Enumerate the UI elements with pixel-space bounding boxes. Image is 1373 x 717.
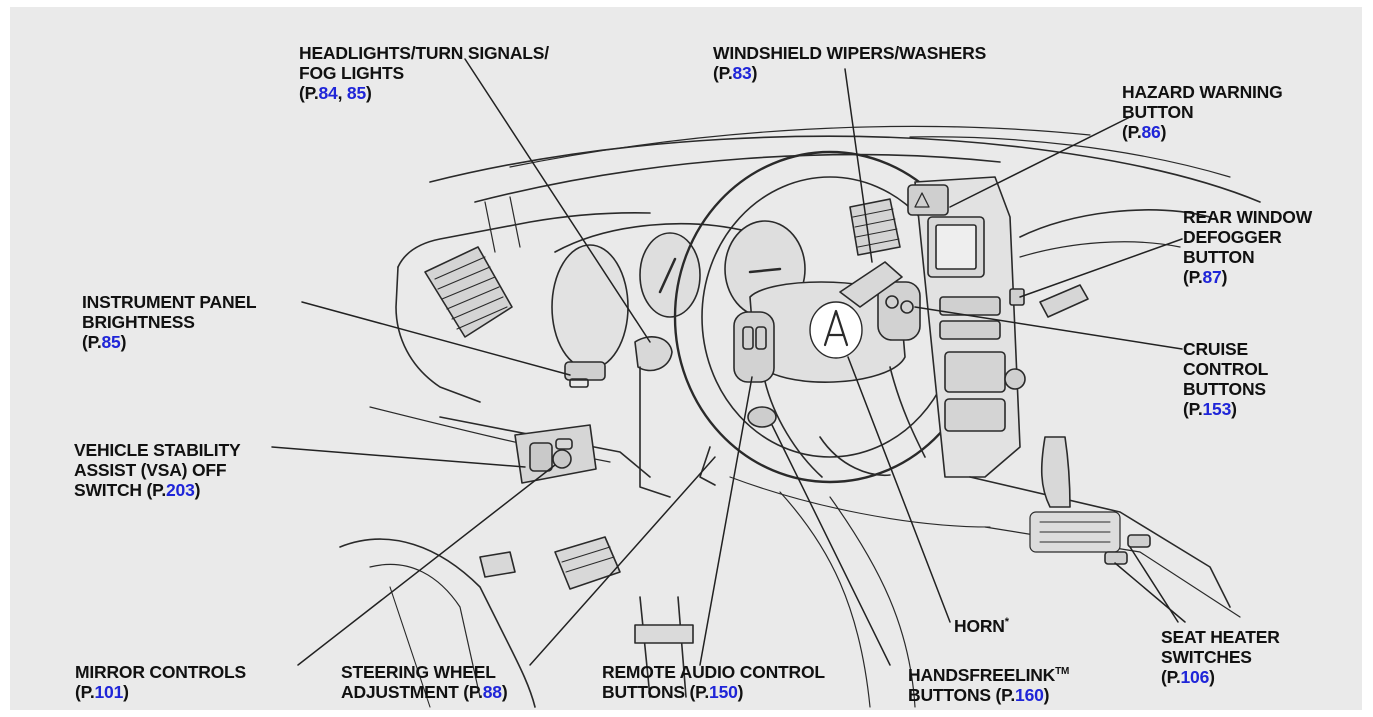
instrument-pages-prefix: (P. xyxy=(82,332,102,352)
headlights-page-link-2[interactable]: 85 xyxy=(347,83,366,103)
handsfree-page-link[interactable]: 160 xyxy=(1015,685,1044,705)
callout-steering-adjust: STEERING WHEEL ADJUSTMENT (P.88) xyxy=(341,662,507,702)
headlights-line2: FOG LIGHTS xyxy=(299,63,404,83)
callout-remote-audio: REMOTE AUDIO CONTROL BUTTONS (P.150) xyxy=(602,662,825,702)
callout-headlights: HEADLIGHTS/TURN SIGNALS/ FOG LIGHTS (P.8… xyxy=(299,43,549,103)
audio-pages: BUTTONS (P.150) xyxy=(602,682,825,702)
cruise-line2: CONTROL xyxy=(1183,359,1268,379)
defogger-pages: (P.87) xyxy=(1183,267,1312,287)
horn-label: HORN xyxy=(954,616,1005,636)
seat-pages-prefix: (P. xyxy=(1161,667,1181,687)
mirror-pages: (P.101) xyxy=(75,682,246,702)
defogger-line2: DEFOGGER xyxy=(1183,227,1282,247)
hazard-line1: HAZARD WARNING xyxy=(1122,82,1283,102)
instrument-pages: (P.85) xyxy=(82,332,256,352)
instrument-line1: INSTRUMENT PANEL xyxy=(82,292,256,312)
instrument-pages-suffix: ) xyxy=(121,332,127,352)
wipers-page-link[interactable]: 83 xyxy=(733,63,752,83)
hazard-pages-suffix: ) xyxy=(1161,122,1167,142)
mirror-page-link[interactable]: 101 xyxy=(95,682,124,702)
callout-instrument-brightness: INSTRUMENT PANEL BRIGHTNESS (P.85) xyxy=(82,292,256,352)
seat-line2: SWITCHES xyxy=(1161,647,1252,667)
seat-pages: (P.106) xyxy=(1161,667,1280,687)
vsa-pages-suffix: ) xyxy=(195,480,201,500)
mirror-line1: MIRROR CONTROLS xyxy=(75,662,246,682)
trademark-mark: TM xyxy=(1055,666,1069,677)
seat-pages-suffix: ) xyxy=(1209,667,1215,687)
headlights-pages-prefix: (P. xyxy=(299,83,319,103)
callout-handsfreelink: HANDSFREELINKTM BUTTONS (P.160) xyxy=(908,662,1069,705)
vsa-line3: SWITCH (P. xyxy=(74,480,166,500)
headlights-pages-sep: , xyxy=(338,83,347,103)
vsa-pages: SWITCH (P.203) xyxy=(74,480,240,500)
cruise-pages-prefix: (P. xyxy=(1183,399,1203,419)
defogger-line3: BUTTON xyxy=(1183,247,1254,267)
audio-page-link[interactable]: 150 xyxy=(709,682,738,702)
hazard-pages: (P.86) xyxy=(1122,122,1283,142)
handsfree-line1: HANDSFREELINK xyxy=(908,665,1055,685)
steering-pages-suffix: ) xyxy=(502,682,508,702)
callout-mirror: MIRROR CONTROLS (P.101) xyxy=(75,662,246,702)
headlights-line1: HEADLIGHTS/TURN SIGNALS/ xyxy=(299,43,549,63)
hazard-pages-prefix: (P. xyxy=(1122,122,1142,142)
audio-line1: REMOTE AUDIO CONTROL xyxy=(602,662,825,682)
cruise-page-link[interactable]: 153 xyxy=(1203,399,1232,419)
headlights-page-link-1[interactable]: 84 xyxy=(319,83,338,103)
audio-pages-suffix: ) xyxy=(738,682,744,702)
mirror-pages-prefix: (P. xyxy=(75,682,95,702)
defogger-page-link[interactable]: 87 xyxy=(1203,267,1222,287)
callout-hazard: HAZARD WARNING BUTTON (P.86) xyxy=(1122,82,1283,142)
mirror-pages-suffix: ) xyxy=(123,682,129,702)
defogger-pages-suffix: ) xyxy=(1222,267,1228,287)
callout-horn: HORN* xyxy=(954,612,1009,636)
wipers-pages: (P.83) xyxy=(713,63,986,83)
cruise-line1: CRUISE xyxy=(1183,339,1248,359)
instrument-page-link[interactable]: 85 xyxy=(102,332,121,352)
vsa-page-link[interactable]: 203 xyxy=(166,480,195,500)
hazard-line2: BUTTON xyxy=(1122,102,1193,122)
hazard-page-link[interactable]: 86 xyxy=(1142,122,1161,142)
steering-page-link[interactable]: 88 xyxy=(483,682,502,702)
horn-footnote-mark: * xyxy=(1005,616,1009,628)
handsfree-pages: BUTTONS (P.160) xyxy=(908,685,1069,705)
defogger-line1: REAR WINDOW xyxy=(1183,207,1312,227)
callout-wipers: WINDSHIELD WIPERS/WASHERS (P.83) xyxy=(713,43,986,83)
seat-page-link[interactable]: 106 xyxy=(1181,667,1210,687)
headlights-pages: (P.84, 85) xyxy=(299,83,549,103)
audio-line2: BUTTONS (P. xyxy=(602,682,709,702)
wipers-pages-suffix: ) xyxy=(752,63,758,83)
cruise-line3: BUTTONS xyxy=(1183,379,1266,399)
wipers-line1: WINDSHIELD WIPERS/WASHERS xyxy=(713,43,986,63)
callout-cruise: CRUISE CONTROL BUTTONS (P.153) xyxy=(1183,339,1268,419)
steering-pages: ADJUSTMENT (P.88) xyxy=(341,682,507,702)
cruise-pages-suffix: ) xyxy=(1231,399,1237,419)
callout-seat-heater: SEAT HEATER SWITCHES (P.106) xyxy=(1161,627,1280,687)
dashboard-diagram: HEADLIGHTS/TURN SIGNALS/ FOG LIGHTS (P.8… xyxy=(10,7,1362,710)
handsfree-pages-suffix: ) xyxy=(1044,685,1050,705)
defogger-pages-prefix: (P. xyxy=(1183,267,1203,287)
instrument-line2: BRIGHTNESS xyxy=(82,312,195,332)
handsfree-line2: BUTTONS (P. xyxy=(908,685,1015,705)
steering-line1: STEERING WHEEL xyxy=(341,662,496,682)
headlights-pages-suffix: ) xyxy=(366,83,372,103)
vsa-line2: ASSIST (VSA) OFF xyxy=(74,460,226,480)
seat-line1: SEAT HEATER xyxy=(1161,627,1280,647)
callout-defogger: REAR WINDOW DEFOGGER BUTTON (P.87) xyxy=(1183,207,1312,287)
steering-line2: ADJUSTMENT (P. xyxy=(341,682,483,702)
vsa-line1: VEHICLE STABILITY xyxy=(74,440,240,460)
cruise-pages: (P.153) xyxy=(1183,399,1268,419)
callout-vsa: VEHICLE STABILITY ASSIST (VSA) OFF SWITC… xyxy=(74,440,240,500)
wipers-pages-prefix: (P. xyxy=(713,63,733,83)
